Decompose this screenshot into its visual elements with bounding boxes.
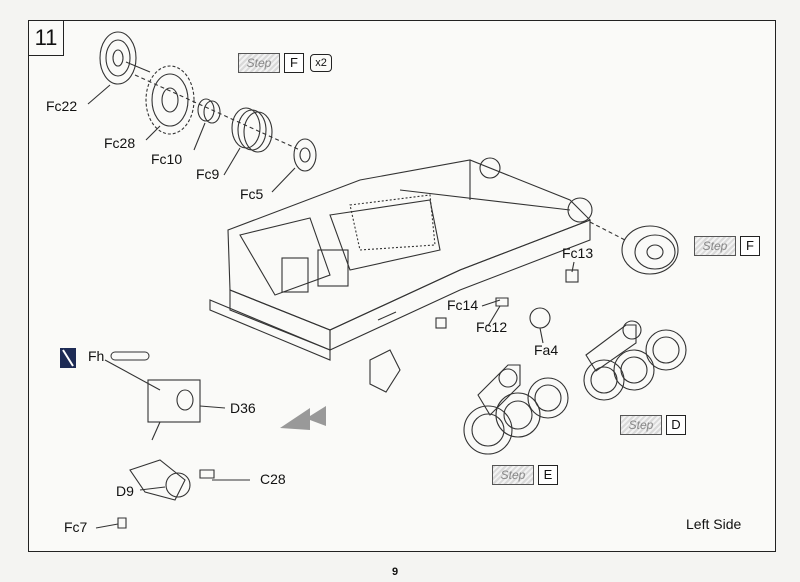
label-fc14: Fc14 <box>447 297 479 313</box>
direction-arrow-icon <box>280 406 326 430</box>
sprocket-fc22-drawing <box>99 31 151 85</box>
label-d36: D36 <box>230 400 256 416</box>
label-fc12: Fc12 <box>476 319 508 335</box>
step-ref-letter: E <box>538 465 558 485</box>
side-label: Left Side <box>686 516 742 532</box>
ring-fc10-drawing <box>197 98 221 124</box>
label-fc28: Fc28 <box>104 135 136 151</box>
bogie-e-drawing <box>463 364 569 455</box>
label-fh: Fh <box>88 348 105 364</box>
label-fc9: Fc9 <box>196 166 220 182</box>
label-fa4: Fa4 <box>534 342 559 358</box>
step-ref-letter: D <box>666 415 686 435</box>
label-d9: D9 <box>116 483 134 499</box>
rear-sprocket-drawing <box>589 221 679 275</box>
step-ref-word: Step <box>238 53 280 73</box>
label-fc10: Fc10 <box>151 151 183 167</box>
step-ref-word: Step <box>694 236 736 256</box>
step-ref-word: Step <box>620 415 662 435</box>
step-ref-f-top: Step F <box>238 53 304 73</box>
page-number: 9 <box>392 566 399 578</box>
step-number: 11 <box>29 21 64 56</box>
drive-wheel-fc28-drawing <box>145 65 195 135</box>
bogie-d-drawing <box>583 320 687 401</box>
step-ref-f-right: Step F <box>694 236 760 256</box>
step-ref-letter: F <box>740 236 760 256</box>
cap-fc5-drawing <box>293 138 317 172</box>
label-fc22: Fc22 <box>46 98 78 114</box>
label-fc5: Fc5 <box>240 186 264 202</box>
label-c28: C28 <box>260 471 286 487</box>
hull-drawing <box>209 157 593 361</box>
multiplier-badge: x2 <box>310 54 332 72</box>
hub-fc9-drawing <box>231 107 273 153</box>
step-ref-e: Step E <box>492 465 558 485</box>
step-ref-letter: F <box>284 53 304 73</box>
step-ref-word: Step <box>492 465 534 485</box>
step-ref-d: Step D <box>620 415 686 435</box>
label-fc7: Fc7 <box>64 519 88 535</box>
label-fc13: Fc13 <box>562 245 594 261</box>
sprue-fh-icon <box>60 348 150 368</box>
